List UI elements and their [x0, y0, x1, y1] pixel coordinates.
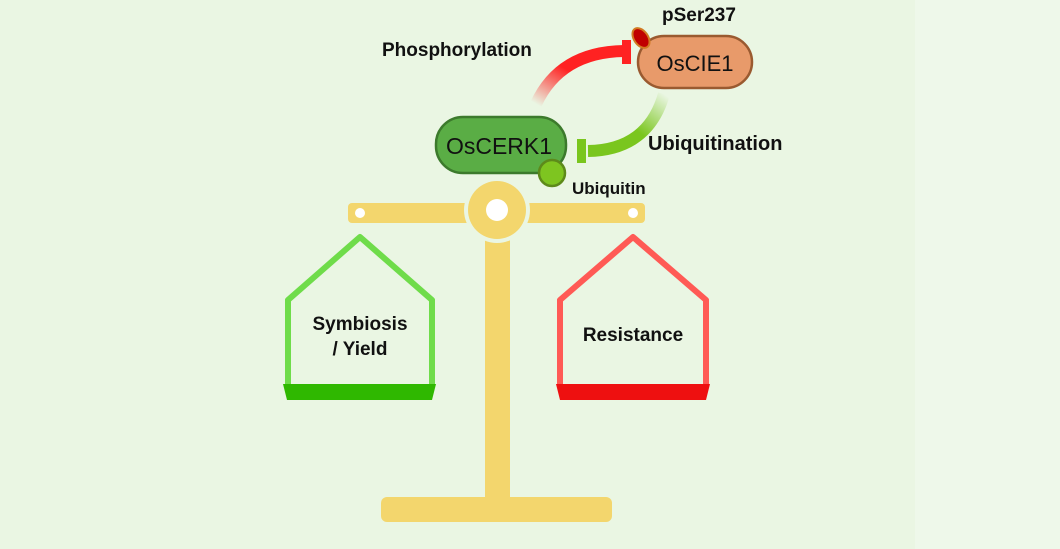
scale-base	[381, 497, 612, 522]
scale-post	[485, 240, 510, 505]
oscie1-node: OsCIE1	[631, 27, 754, 90]
ubiquitin-label: Ubiquitin	[572, 179, 646, 198]
ubiquitination-bar	[577, 139, 586, 163]
ubiquitination-label: Ubiquitination	[648, 133, 782, 155]
pser237-label: pSer237	[662, 5, 736, 26]
left-pan-label-2: / Yield	[333, 339, 388, 360]
oscerk1-node: OsCERK1	[434, 115, 568, 188]
beam-hole-left	[355, 208, 365, 218]
right-pan-label: Resistance	[583, 325, 683, 346]
pivot-hole	[486, 199, 508, 221]
ubiquitin-icon	[537, 158, 567, 188]
oscerk1-label: OsCERK1	[446, 133, 552, 159]
right-pan: Resistance	[556, 234, 710, 400]
left-pan-base	[283, 384, 436, 400]
oscie1-label: OsCIE1	[656, 51, 733, 76]
balance-scale	[348, 177, 645, 522]
beam-hole-right	[628, 208, 638, 218]
ubiquitination-arrow	[587, 92, 670, 157]
phosphorylation-label: Phosphorylation	[382, 40, 532, 61]
right-pan-base	[556, 384, 710, 400]
left-pan: Symbiosis / Yield	[283, 234, 436, 400]
phosphorylation-bar	[622, 40, 631, 64]
phosphate-icon	[631, 27, 651, 49]
left-pan-label-1: Symbiosis	[312, 314, 407, 335]
background-edge	[915, 0, 1060, 549]
phosphorylation-arrow	[530, 45, 625, 107]
